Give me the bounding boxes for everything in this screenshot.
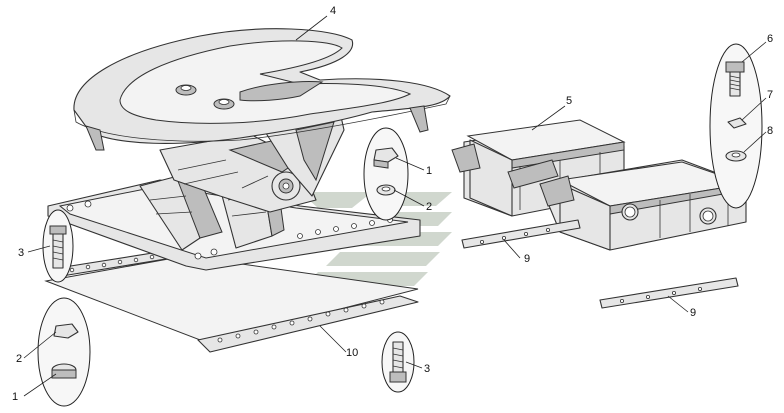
leader-lines — [23, 15, 767, 397]
callout-3-bottom: 3 — [424, 363, 430, 375]
inset-nut-washer-left — [37, 297, 91, 407]
front-bracket-housing — [507, 159, 747, 251]
bar-lower — [599, 277, 739, 309]
callout-4: 4 — [330, 5, 336, 17]
callout-5: 5 — [566, 95, 572, 107]
saddle-pivot-assembly — [159, 111, 345, 213]
callout-2-left: 2 — [16, 353, 22, 365]
callout-9-upper: 9 — [524, 253, 530, 265]
callout-8: 8 — [767, 125, 773, 137]
inset-bolt-washer-nut — [709, 43, 763, 209]
callout-2-mid: 2 — [426, 201, 432, 213]
inset-nut-washer-mid — [363, 127, 409, 221]
inset-bolt-bottom — [381, 331, 415, 393]
inset-bolt-left — [42, 209, 74, 283]
callout-9-lower: 9 — [690, 307, 696, 319]
bar-upper — [461, 219, 581, 249]
fifth-wheel-plate — [73, 28, 451, 151]
callout-6: 6 — [767, 33, 773, 45]
base-frame — [47, 169, 421, 271]
callout-labels: 4 5 6 7 8 1 2 3 2 1 9 9 3 10 — [12, 5, 773, 403]
callout-1-mid: 1 — [426, 165, 432, 177]
callout-1-left: 1 — [12, 391, 18, 403]
callout-7: 7 — [767, 89, 773, 101]
callout-3-left: 3 — [18, 247, 24, 259]
callout-10: 10 — [346, 347, 358, 359]
